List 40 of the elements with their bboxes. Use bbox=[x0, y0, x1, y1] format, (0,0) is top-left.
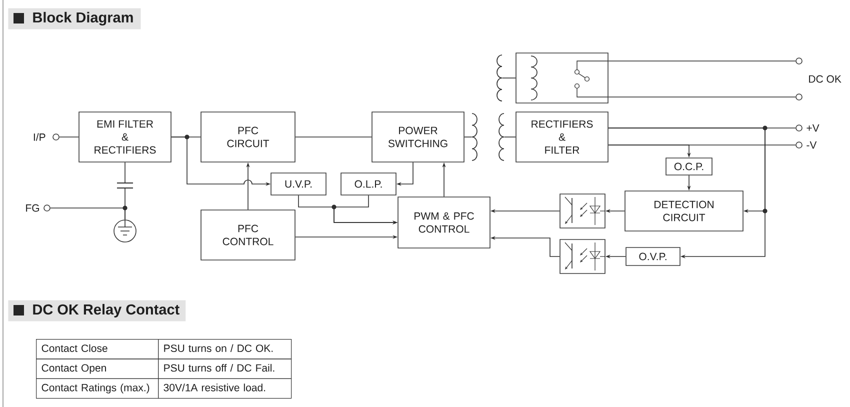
terminal-label: -V bbox=[806, 141, 817, 149]
connector-line bbox=[59, 136, 79, 138]
block-box: PWM & PFC CONTROL bbox=[398, 196, 490, 248]
terminal-label: +V bbox=[806, 124, 820, 132]
table-cell: Contact Ratings (max.) bbox=[36, 378, 159, 399]
connector-line bbox=[124, 188, 126, 220]
connector-line bbox=[295, 136, 372, 138]
block-box: POWER SWITCHING bbox=[372, 112, 464, 162]
terminal-label: FG bbox=[26, 204, 39, 212]
optocoupler-symbol bbox=[560, 239, 606, 274]
block-box: RECTIFIERS & FILTER bbox=[516, 112, 608, 162]
terminal-label: DC OK bbox=[809, 75, 842, 83]
block-box: EMI FILTER & RECTIFIERS bbox=[78, 112, 172, 162]
arrow bbox=[608, 128, 766, 258]
section-heading: Block Diagram bbox=[8, 8, 141, 30]
block-box: DETECTION CIRCUIT bbox=[624, 190, 744, 232]
terminal-label: I/P bbox=[34, 133, 46, 141]
table-cell: Contact Close bbox=[36, 339, 159, 360]
connector-line bbox=[124, 162, 126, 184]
table-cell: Contact Open bbox=[36, 358, 159, 379]
transformer-symbol bbox=[472, 113, 504, 161]
relay-symbol bbox=[516, 52, 608, 104]
block-box: PFC CIRCUIT bbox=[200, 112, 296, 162]
connector-line bbox=[608, 60, 796, 62]
connector-line bbox=[608, 96, 796, 98]
block-box: O.C.P. bbox=[666, 158, 712, 176]
optocoupler-symbol bbox=[560, 194, 606, 228]
connector-line bbox=[504, 136, 516, 138]
block-box: U.V.P. bbox=[270, 172, 326, 196]
block-box: O.V.P. bbox=[626, 247, 680, 266]
table-cell: PSU turns on / DC OK. bbox=[158, 339, 292, 360]
connector-line bbox=[464, 136, 472, 138]
section-heading: DC OK Relay Contact bbox=[8, 300, 186, 322]
table-cell: PSU turns off / DC Fail. bbox=[158, 358, 292, 379]
coil-symbol bbox=[496, 54, 502, 102]
capacitor-symbol bbox=[116, 182, 134, 188]
block-box: O.L.P. bbox=[340, 172, 396, 196]
block-box: PFC CONTROL bbox=[200, 210, 296, 260]
table-cell: 30V/1A resistive load. bbox=[158, 378, 292, 399]
ground-symbol bbox=[114, 220, 136, 242]
